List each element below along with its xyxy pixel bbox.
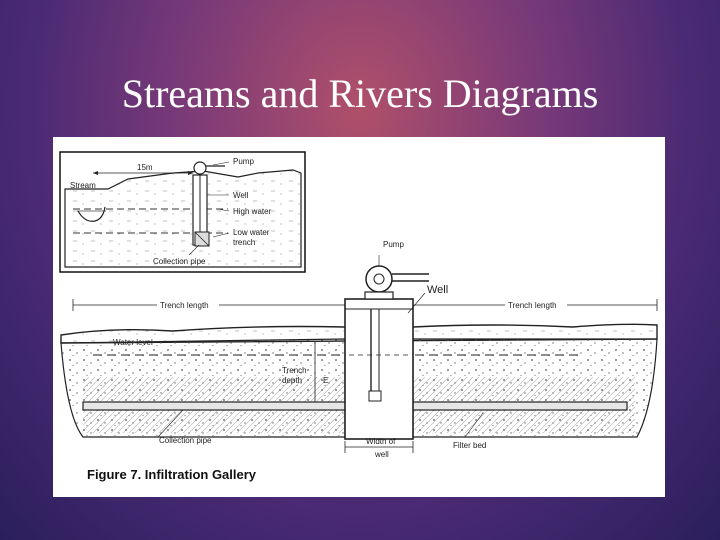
inset-low-water-label-1: Low water (233, 228, 270, 237)
inset-ground (64, 169, 302, 268)
filter-bed-label: Filter bed (453, 441, 486, 450)
inset-low-water-label-2: trench (233, 238, 255, 247)
inset-stream-label: Stream (70, 181, 96, 190)
main-cross-section: Trench length Trench length Water level … (60, 240, 658, 459)
inset-distance-label: 15m (137, 163, 153, 172)
inset-pump-label: Pump (233, 157, 254, 166)
slide-title: Streams and Rivers Diagrams (121, 71, 599, 116)
well-width-label-1: Width of (366, 437, 396, 446)
pump-icon (365, 265, 393, 293)
inset-pump (193, 161, 207, 175)
inset-well-label: Well (233, 191, 249, 200)
trench-depth-label-1: Trench (282, 366, 307, 375)
trench-length-label-right: Trench length (508, 301, 557, 310)
figure-panel: Pump 15m Stream Well High water Low wate… (53, 137, 665, 497)
collection-pipe-label: Collection pipe (159, 436, 212, 445)
well-label: Well (427, 284, 448, 296)
infiltration-gallery-diagram: Pump 15m Stream Well High water Low wate… (59, 151, 658, 459)
inset-diagram: Pump 15m Stream Well High water Low wate… (59, 151, 306, 273)
water-level-label: Water level (113, 338, 153, 347)
figure-caption: Figure 7. Infiltration Gallery (87, 467, 257, 482)
trench-depth-label-2: depth (282, 376, 302, 385)
well-width-label-2: well (374, 450, 389, 459)
inset-high-water-label: High water (233, 207, 272, 216)
depth-mark-label: E (323, 376, 328, 385)
inset-collection-pipe-label: Collection pipe (153, 257, 206, 266)
trench-length-label-left: Trench length (160, 301, 209, 310)
inset-stream-channel (77, 206, 106, 222)
pump-label: Pump (383, 240, 404, 249)
